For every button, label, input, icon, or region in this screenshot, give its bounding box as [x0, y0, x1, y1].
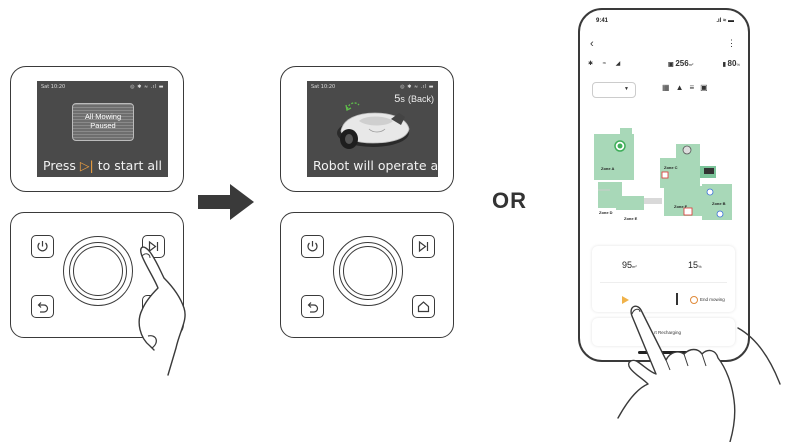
- end-mowing-label: End mowing: [700, 297, 725, 303]
- control-dial-outer[interactable]: [333, 236, 403, 306]
- recharge-card[interactable]: rt Recharging: [592, 318, 735, 346]
- start-instruction: Press ▷| to start all: [37, 158, 168, 173]
- left-status-bar: Sat 10:20 ◎ ✱ ≈ .ıl ▬: [41, 84, 164, 92]
- back-button[interactable]: [301, 295, 324, 318]
- status-time: Sat 10:20: [41, 84, 66, 90]
- back-chevron-icon[interactable]: ‹: [590, 38, 594, 50]
- device-info-row: ✱ ≈ ◢ ▣ 256m² ▮ 80%: [588, 59, 740, 70]
- start-pause-button[interactable]: [412, 235, 435, 258]
- lock-icon[interactable]: ▣: [700, 83, 714, 92]
- right-display-frame: Sat 10:20 ◎ ✱ ≈ .ıl ▬ 5s (Back) Robot wi…: [280, 66, 454, 192]
- left-display-frame: Sat 10:20 ◎ ✱ ≈ .ıl ▬ All Mowing Paused …: [10, 66, 184, 192]
- zone-icon[interactable]: ▲: [675, 83, 690, 92]
- power-icon: [307, 241, 318, 252]
- battery-value: 80: [727, 59, 737, 68]
- more-options-icon[interactable]: ⋮: [727, 38, 736, 48]
- stop-icon: [690, 296, 698, 304]
- map-select-dropdown[interactable]: ▼: [592, 82, 636, 98]
- zone-label: Zone A: [601, 166, 615, 171]
- mowing-status-card: 95m² 15% End mowing: [592, 246, 735, 312]
- control-dial-middle: [339, 242, 397, 300]
- pointing-hand-right: [617, 305, 781, 442]
- zone-label: Zone C: [664, 165, 678, 170]
- paused-message-box: All Mowing Paused: [72, 103, 134, 141]
- mowing-progress-unit: %: [698, 264, 702, 269]
- home-button[interactable]: [412, 295, 435, 318]
- battery-unit: %: [736, 62, 740, 67]
- power-button[interactable]: [31, 235, 54, 258]
- battery-level: ▮ 80%: [723, 59, 740, 68]
- chevron-down-icon: ▼: [624, 86, 629, 92]
- countdown-value: 5: [394, 93, 401, 105]
- zone-label: Zone B: [712, 201, 726, 206]
- end-mowing-button[interactable]: End mowing: [690, 296, 725, 304]
- robot-mower-icon: [337, 102, 410, 149]
- card-divider: [600, 282, 727, 283]
- card-separator: [676, 293, 678, 305]
- power-icon: [37, 241, 48, 252]
- settings-sliders-icon[interactable]: ≡: [689, 83, 701, 92]
- undo-icon: [307, 302, 319, 313]
- instruction-prefix: Press: [43, 158, 80, 173]
- play-pause-icon: [418, 240, 429, 253]
- lawn-map[interactable]: [580, 110, 748, 240]
- mowing-progress: 15%: [688, 260, 702, 270]
- mowing-progress-value: 15: [688, 260, 699, 270]
- status-time: Sat 10:20: [311, 84, 336, 90]
- back-button[interactable]: [31, 295, 54, 318]
- power-button[interactable]: [301, 235, 324, 258]
- control-dial-middle: [69, 242, 127, 300]
- status-icons: ◎ ✱ ≈ .ıl ▬: [400, 84, 434, 90]
- right-display-screen: Sat 10:20 ◎ ✱ ≈ .ıl ▬ 5s (Back) Robot wi…: [307, 81, 438, 177]
- countdown-unit: s: [400, 94, 405, 104]
- transition-arrow-icon: [198, 184, 254, 220]
- control-dial-outer[interactable]: [63, 236, 133, 306]
- mowed-area-unit: m²: [632, 264, 637, 269]
- play-pause-icon: [148, 240, 159, 253]
- phone-status-time: 9:41: [596, 18, 609, 24]
- right-status-bar: Sat 10:20 ◎ ✱ ≈ .ıl ▬: [311, 84, 434, 92]
- connection-icons: ✱ ≈ ◢: [588, 61, 625, 67]
- countdown-readout: 5s (Back): [394, 93, 434, 105]
- phone-status-bar: 9:41 .ıl ≈ ▬: [596, 18, 734, 24]
- zone-label: Zone D: [599, 210, 613, 215]
- start-recharging-label: rt Recharging: [654, 330, 682, 335]
- right-keypad: [280, 212, 454, 338]
- or-separator: OR: [492, 188, 527, 213]
- left-display-screen: Sat 10:20 ◎ ✱ ≈ .ıl ▬ All Mowing Paused …: [37, 81, 168, 177]
- control-dial-inner: [73, 246, 123, 296]
- paused-line-2: Paused: [90, 121, 116, 130]
- home-indicator: [638, 351, 690, 354]
- area-unit: m²: [688, 62, 694, 67]
- play-pause-glyph: ▷|: [79, 158, 94, 173]
- instruction-suffix: to start all: [93, 158, 162, 173]
- control-dial-inner: [343, 246, 393, 296]
- battery-icon: ▮: [722, 62, 728, 68]
- area-value: 256: [675, 59, 689, 68]
- undo-icon: [37, 302, 49, 313]
- phone-status-icons: .ıl ≈ ▬: [716, 18, 734, 24]
- start-mowing-button[interactable]: [622, 296, 629, 304]
- zone-label: Zone F: [674, 204, 688, 209]
- map-toolbar: ▦▲≡▣: [662, 83, 714, 92]
- status-icons: ◎ ✱ ≈ .ıl ▬: [130, 84, 164, 90]
- mowed-area-value: 95: [622, 260, 633, 270]
- zone-label: Zone E: [624, 216, 638, 221]
- smartphone-app: 9:41 .ıl ≈ ▬ ‹ ⋮ ✱ ≈ ◢ ▣ 256m² ▮ 80% ▼ ▦…: [578, 8, 750, 362]
- mowed-area: 95m²: [622, 260, 637, 270]
- home-icon: [417, 301, 430, 313]
- area-icon: ▣: [668, 62, 676, 68]
- paused-line-1: All Mowing: [84, 112, 122, 121]
- countdown-note: (Back): [407, 94, 434, 104]
- edit-map-icon[interactable]: ▦: [662, 83, 676, 92]
- pointing-hand-left: [138, 246, 186, 376]
- robot-operate-message: Robot will operate a: [313, 158, 438, 173]
- total-area: ▣ 256m²: [668, 59, 693, 68]
